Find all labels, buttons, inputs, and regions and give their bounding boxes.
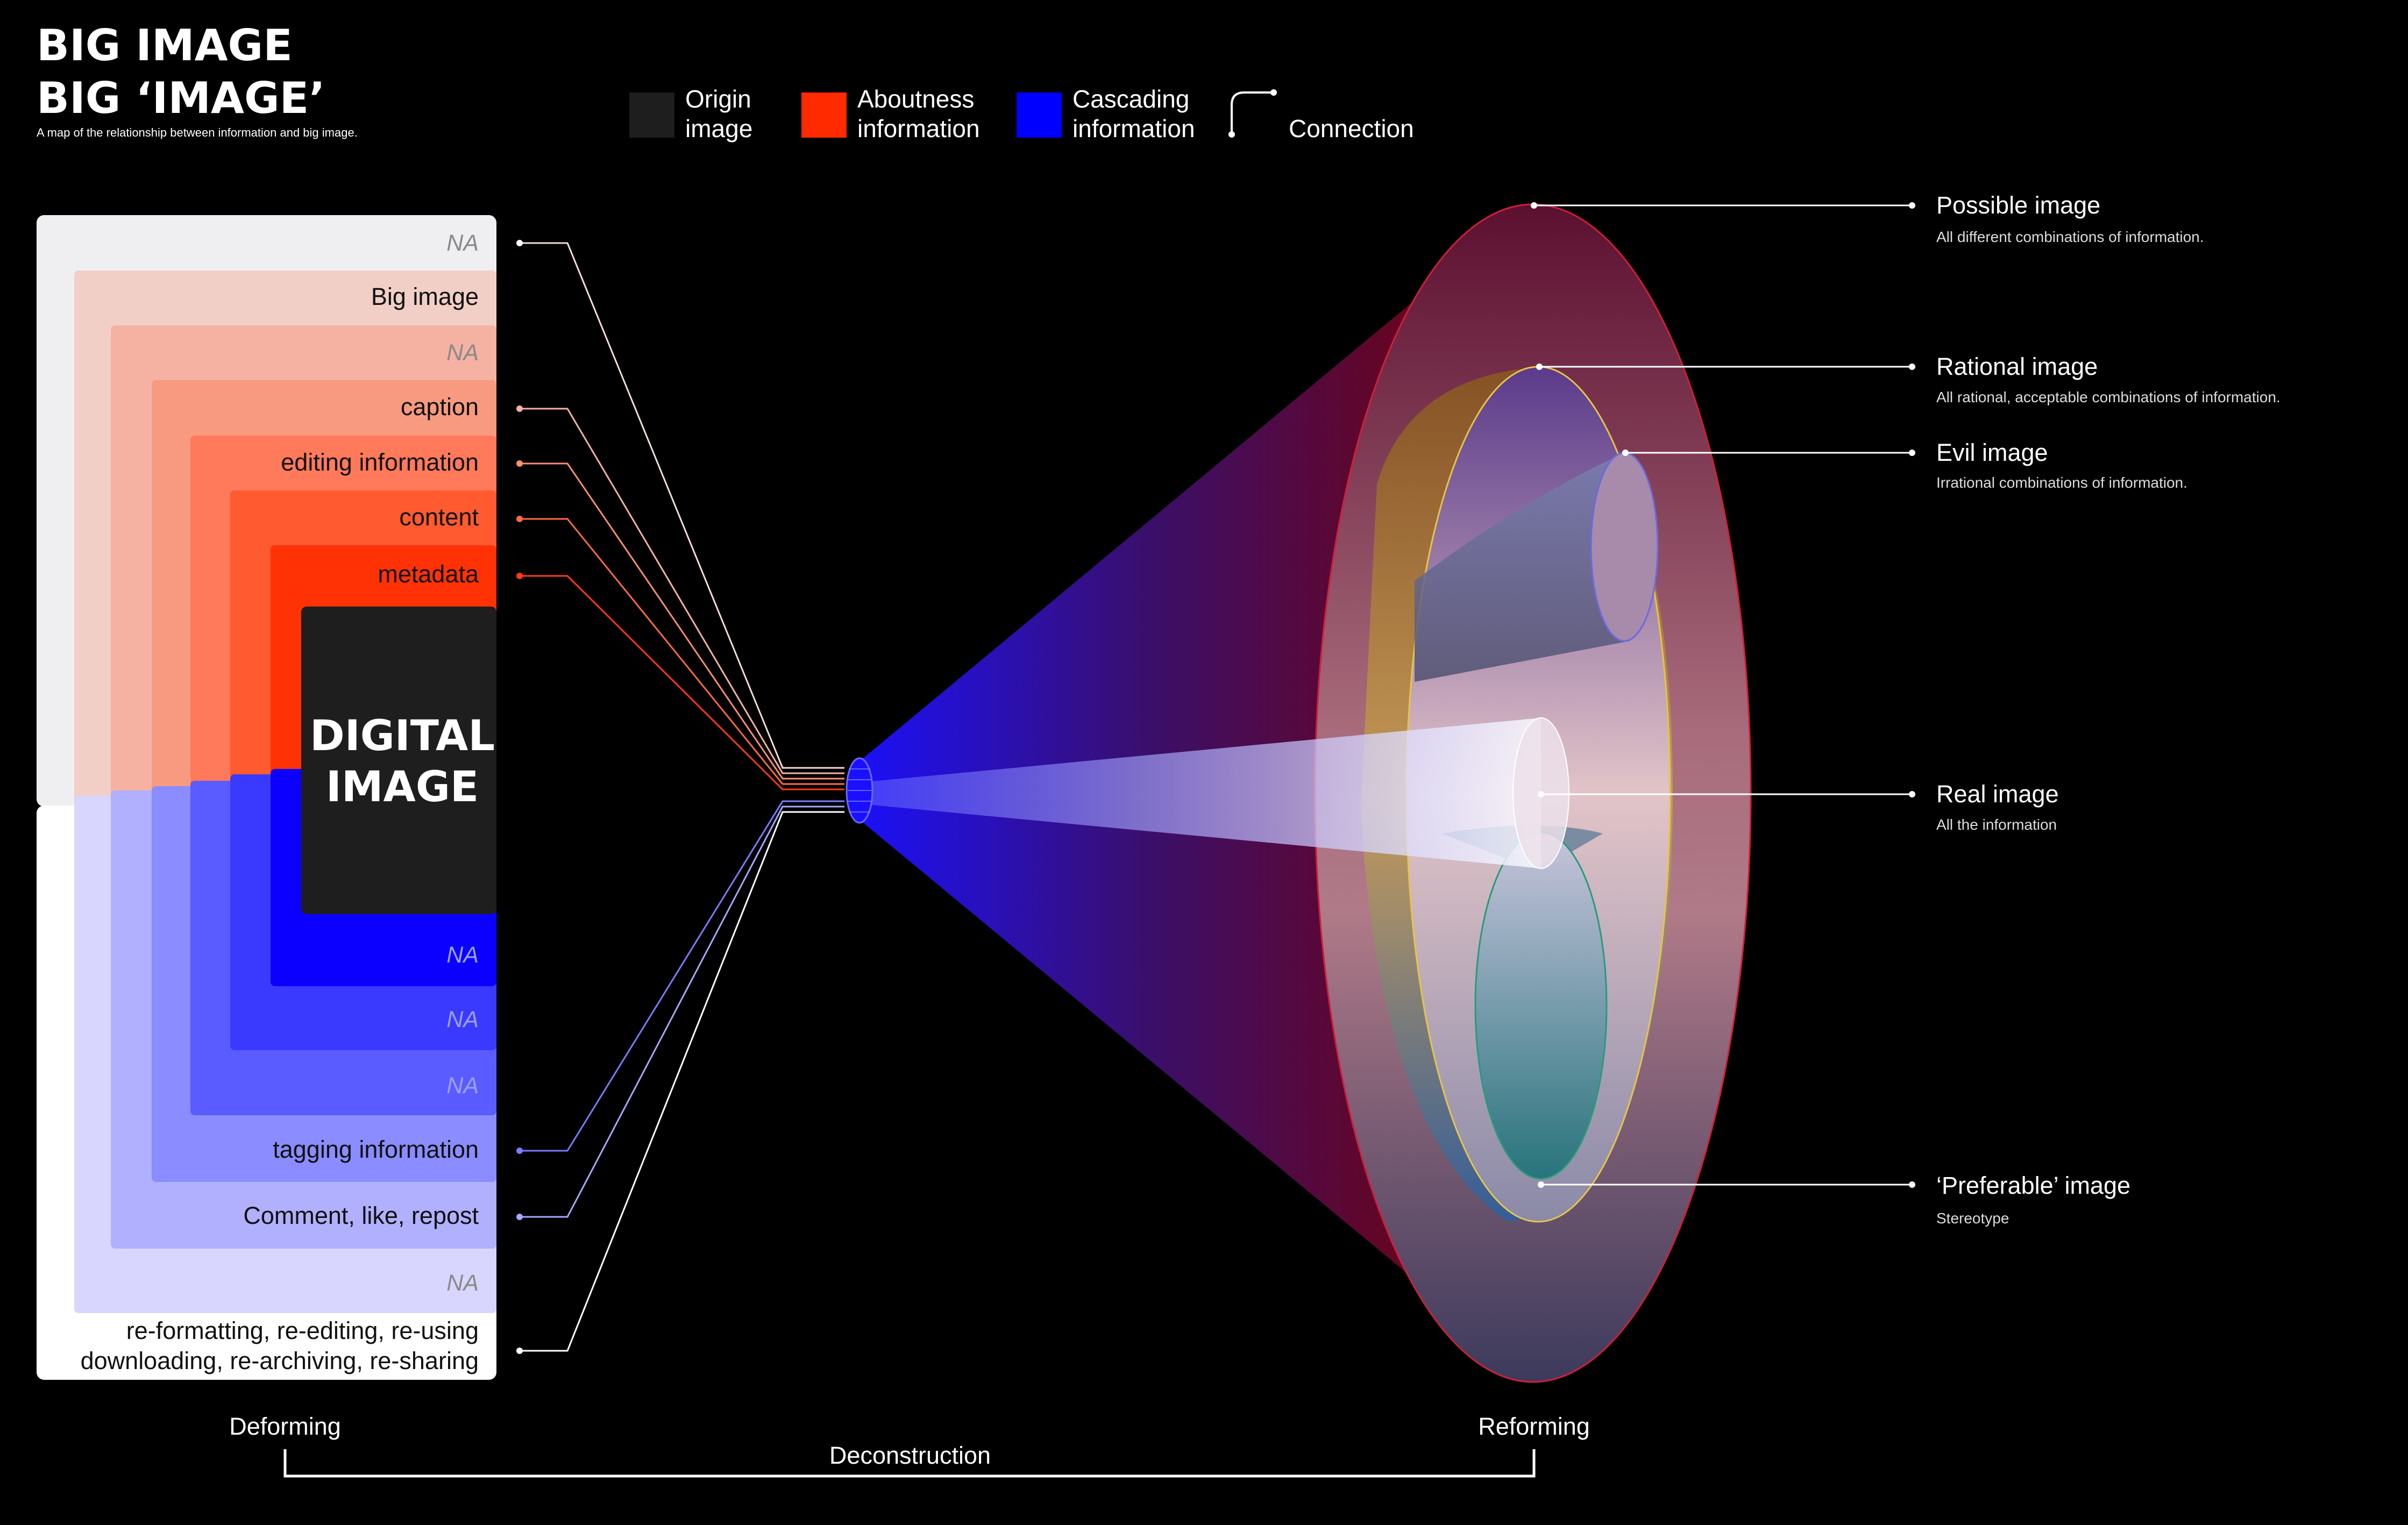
connection-dot-metadata — [516, 573, 523, 579]
subtitle: A map of the relationship between inform… — [37, 126, 358, 139]
deconstruction-label: Deconstruction — [829, 1442, 991, 1469]
layer-stack: NA Big image NA caption editing informat… — [37, 215, 496, 1380]
connection-tagging — [520, 800, 844, 1152]
connection-caption — [520, 408, 844, 774]
evil-image-beam — [1415, 453, 1630, 682]
connection-editing — [520, 462, 844, 780]
connection-lines — [516, 240, 844, 1354]
legend-origin-line1: Origin — [685, 85, 751, 113]
connection-dot-comment — [516, 1214, 523, 1220]
connection-metadata — [520, 575, 844, 790]
legend-aboutness-line1: Aboutness — [857, 85, 974, 113]
deconstruction-bracket — [283, 1449, 1536, 1478]
connection-dot-editing — [516, 460, 523, 467]
label-editing-information: editing information — [281, 448, 479, 476]
connection-big-image — [520, 242, 844, 769]
label-na-3: NA — [446, 942, 479, 968]
big-image-cone — [846, 203, 1752, 1383]
legend-origin-line2: image — [685, 115, 752, 142]
digital-image-line1: DIGITAL — [310, 712, 495, 760]
evil-image-label: Evil image — [1936, 439, 2048, 466]
label-comment-like-repost: Comment, like, repost — [243, 1202, 479, 1229]
deforming-label: Deforming — [229, 1413, 341, 1440]
connection-dot-content — [516, 516, 523, 522]
label-big-image: Big image — [371, 283, 479, 310]
connection-reformatting — [520, 811, 844, 1352]
legend-cascading-line2: information — [1072, 115, 1195, 142]
connection-dot-tagging — [516, 1148, 523, 1154]
preferable-image-disk — [1474, 831, 1608, 1180]
label-na-6: NA — [446, 1270, 479, 1296]
digital-image-box — [301, 607, 496, 914]
legend-connection-dot-start — [1228, 131, 1235, 138]
connection-dot-big-image — [516, 240, 523, 246]
legend-cascading-swatch — [1017, 92, 1062, 138]
connection-dot-reformatting — [516, 1348, 523, 1354]
legend: Origin image Aboutness information Casca… — [629, 85, 1414, 142]
legend-aboutness-swatch — [801, 92, 847, 138]
legend-connection-label: Connection — [1289, 115, 1414, 142]
label-caption: caption — [401, 393, 479, 421]
evil-image-disk — [1590, 452, 1659, 642]
legend-cascading-line1: Cascading — [1072, 85, 1189, 113]
legend-origin-swatch — [629, 92, 674, 138]
label-content: content — [399, 503, 479, 531]
label-reformatting-line1: re-formatting, re-editing, re-using — [126, 1317, 479, 1344]
image-labels: Possible image All different combination… — [1531, 191, 2281, 1227]
connection-content — [520, 518, 844, 785]
label-na-4: NA — [446, 1007, 479, 1032]
real-image-label: Real image — [1936, 780, 2059, 808]
legend-connection-icon — [1231, 91, 1274, 134]
possible-image-desc: All different combinations of informatio… — [1936, 229, 2204, 245]
legend-aboutness-line2: information — [857, 115, 980, 142]
title-line-2: BIG ‘IMAGE’ — [37, 73, 325, 123]
rational-image-desc: All rational, acceptable combinations of… — [1936, 389, 2281, 405]
reforming-label: Reforming — [1478, 1413, 1590, 1440]
label-metadata: metadata — [378, 560, 479, 588]
legend-connection-dot-end — [1270, 89, 1277, 96]
real-image-beam — [861, 718, 1541, 868]
label-reformatting-line2: downloading, re-archiving, re-sharing — [81, 1347, 479, 1374]
preferable-image-desc: Stereotype — [1936, 1210, 2009, 1227]
connection-comment — [520, 806, 844, 1218]
connection-dot-caption — [516, 405, 523, 412]
preferable-image-label: ‘Preferable’ image — [1936, 1172, 2130, 1199]
possible-image-label: Possible image — [1936, 191, 2100, 219]
rational-image-label: Rational image — [1936, 353, 2098, 380]
title-line-1: BIG IMAGE — [37, 20, 293, 70]
evil-image-desc: Irrational combinations of information. — [1936, 474, 2187, 491]
label-na-1: NA — [446, 230, 479, 256]
bottom-axis: Deforming Reforming Deconstruction — [229, 1413, 1590, 1478]
real-image-desc: All the information — [1936, 816, 2057, 833]
label-na-2: NA — [446, 340, 479, 366]
label-na-5: NA — [446, 1073, 479, 1099]
label-tagging-information: tagging information — [273, 1136, 479, 1163]
digital-image-line2: IMAGE — [326, 763, 479, 811]
